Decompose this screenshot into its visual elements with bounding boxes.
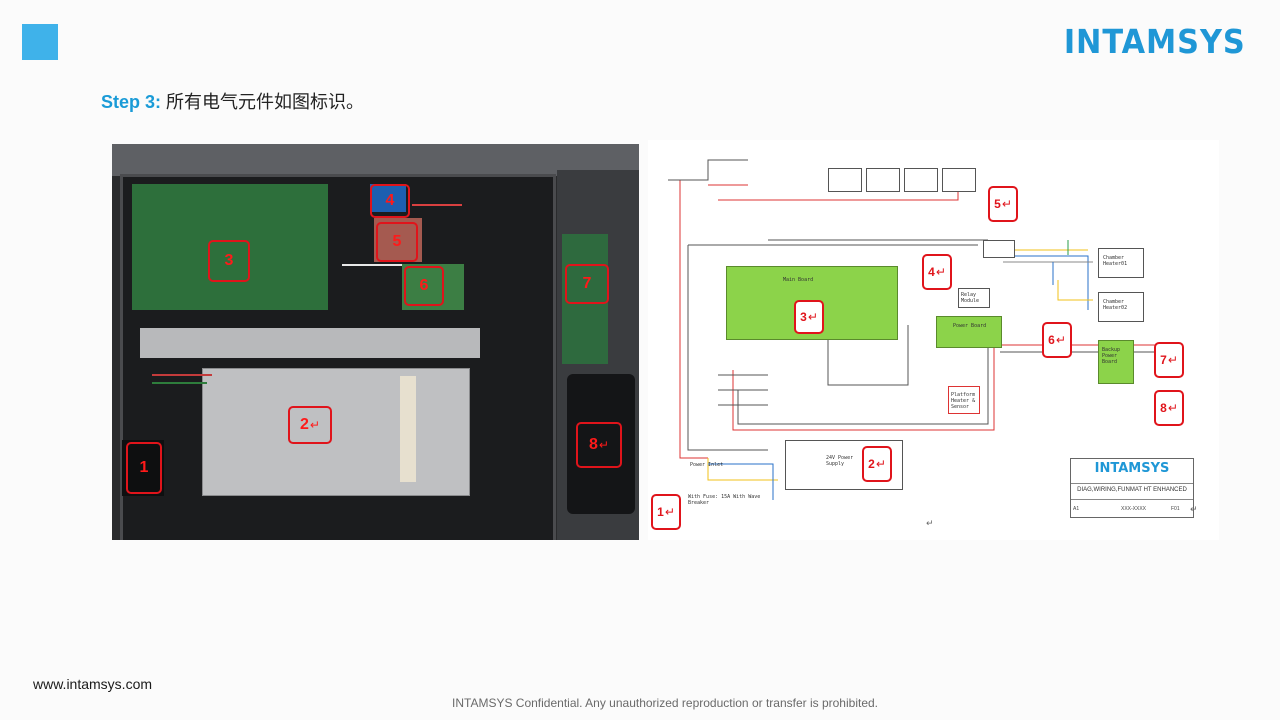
diagram-heater-box xyxy=(904,168,938,192)
return-mark-icon: ↵ xyxy=(1001,197,1012,211)
photo-power-board xyxy=(402,264,464,310)
diagram-power-board: Power Board xyxy=(936,316,1002,348)
diagram-callout-7: 7↵ xyxy=(1154,342,1184,378)
corner-square xyxy=(22,24,58,60)
diagram-callout-1-number: 1 xyxy=(657,505,664,519)
diagram-component-5 xyxy=(983,240,1015,258)
diagram-callout-1: 1↵ xyxy=(651,494,681,530)
title-block-part-no: XXX-XXXX xyxy=(1121,506,1147,512)
diagram-backup-board-label: Backup Power Board xyxy=(1102,347,1121,365)
title-block-title: DIAG,WIRING,FUNMAT HT ENHANCED xyxy=(1071,483,1193,493)
diagram-power-board-label: Power Board xyxy=(953,323,987,329)
photo-wire xyxy=(152,374,212,376)
photo-wire xyxy=(342,264,402,266)
photo-main-board xyxy=(132,184,328,310)
return-mark-icon: ↵ xyxy=(664,505,675,519)
diagram-title-block: INTAMSYS DIAG,WIRING,FUNMAT HT ENHANCED … xyxy=(1070,458,1194,518)
diagram-callout-5: 5↵ xyxy=(988,186,1018,222)
diagram-power-inlet-label: Power Inlet xyxy=(690,462,724,468)
diagram-callout-2: 2↵ xyxy=(862,446,892,482)
photo-psu xyxy=(202,368,470,496)
return-mark-icon: ↵ xyxy=(598,438,609,452)
return-mark-icon: ↵ xyxy=(935,265,946,279)
diagram-chamber-heater-2-label: Chamber Heater02 xyxy=(1103,299,1128,311)
diagram-callout-3-number: 3 xyxy=(800,310,807,324)
photo-callout-5: 5 xyxy=(376,222,418,262)
diagram-heater-box xyxy=(942,168,976,192)
return-mark-icon: ↵ xyxy=(309,418,320,432)
diagram-backup-board: Backup Power Board xyxy=(1098,340,1134,384)
title-block-size: A1 xyxy=(1073,506,1080,512)
intamsys-logo: INTAMSYS xyxy=(1064,22,1246,61)
return-mark-icon: ↵ xyxy=(1190,504,1198,514)
photo-callout-6: 6 xyxy=(404,266,444,306)
photo-wire xyxy=(152,382,207,384)
cabinet-photo: 1 2↵ 3 4 5 6 7 8↵ xyxy=(112,144,639,540)
diagram-platform: Platform Heater & Sensor xyxy=(948,386,980,414)
step-text: 所有电气元件如图标识。 xyxy=(166,92,365,112)
photo-callout-1: 1 xyxy=(126,442,162,494)
photo-callout-3: 3 xyxy=(208,240,250,282)
diagram-heater-box xyxy=(866,168,900,192)
photo-psu-label xyxy=(400,376,416,482)
diagram-relay: Relay Module xyxy=(958,288,990,308)
diagram-chamber-heater-1-label: Chamber Heater01 xyxy=(1103,255,1128,267)
diagram-callout-4-number: 4 xyxy=(928,265,935,279)
diagram-callout-6-number: 6 xyxy=(1048,333,1055,347)
footer-url: www.intamsys.com xyxy=(33,676,153,692)
return-mark-icon: ↵ xyxy=(1167,401,1178,415)
diagram-callout-8-number: 8 xyxy=(1160,401,1167,415)
diagram-callout-7-number: 7 xyxy=(1160,353,1167,367)
return-mark-icon: ↵ xyxy=(926,518,934,528)
title-block-row: A1 XXX-XXXX F01 xyxy=(1071,499,1193,517)
photo-box-8 xyxy=(567,374,635,514)
diagram-power-inlet-note: With Fuse: 15A With Wave Breaker xyxy=(688,494,761,506)
return-mark-icon: ↵ xyxy=(1055,333,1066,347)
wiring-lines xyxy=(668,159,1168,500)
diagram-callout-6: 6↵ xyxy=(1042,322,1072,358)
photo-wire xyxy=(412,204,462,206)
diagram-callout-4: 4↵ xyxy=(922,254,952,290)
diagram-relay-label: Relay Module xyxy=(961,292,980,304)
diagram-callout-8: 8↵ xyxy=(1154,390,1184,426)
return-mark-icon: ↵ xyxy=(875,457,886,471)
title-block-rev: F01 xyxy=(1171,506,1180,512)
photo-callout-7: 7 xyxy=(565,264,609,304)
step-label: Step 3: xyxy=(101,92,162,112)
diagram-platform-label: Platform Heater & Sensor xyxy=(951,392,976,410)
return-mark-icon: ↵ xyxy=(807,310,818,324)
photo-top-frame xyxy=(112,144,639,176)
diagram-main-board-label: Main Board xyxy=(783,277,814,283)
diagram-callout-3: 3↵ xyxy=(794,300,824,334)
diagram-callout-5-number: 5 xyxy=(994,197,1001,211)
wiring-diagram: Main Board Power Board Backup Power Boar… xyxy=(648,140,1219,540)
photo-callout-2: 2↵ xyxy=(288,406,332,444)
diagram-chamber-heater-2: Chamber Heater02 xyxy=(1098,292,1144,322)
photo-callout-8-number: 8 xyxy=(589,436,598,453)
diagram-chamber-heater-1: Chamber Heater01 xyxy=(1098,248,1144,278)
photo-power-inlet xyxy=(122,440,164,496)
diagram-psu-label: 24V Power Supply xyxy=(826,455,854,467)
diagram-callout-2-number: 2 xyxy=(868,457,875,471)
diagram-heater-box xyxy=(828,168,862,192)
photo-relay xyxy=(370,184,406,212)
photo-callout-2-number: 2 xyxy=(300,416,309,433)
photo-rail xyxy=(140,328,480,358)
photo-callout-4: 4 xyxy=(370,184,410,218)
photo-callout-8: 8↵ xyxy=(576,422,622,468)
footer-confidential: INTAMSYS Confidential. Any unauthorized … xyxy=(452,696,878,710)
step-title: Step 3: 所有电气元件如图标识。 xyxy=(101,88,364,114)
return-mark-icon: ↵ xyxy=(1167,353,1178,367)
title-block-logo: INTAMSYS xyxy=(1094,461,1170,476)
